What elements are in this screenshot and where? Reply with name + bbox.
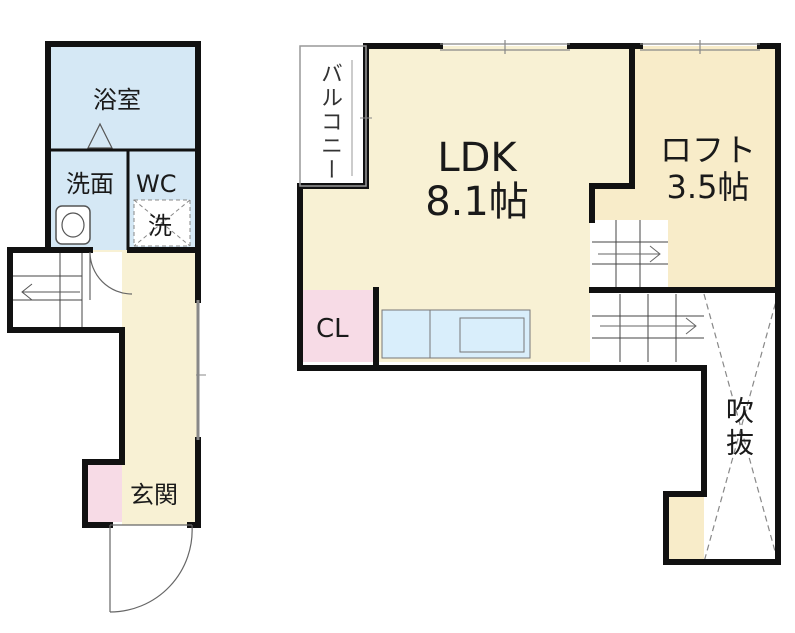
washroom-label: 洗面 bbox=[66, 170, 114, 198]
entrance-area bbox=[122, 462, 198, 525]
entrance-label: 玄関 bbox=[130, 481, 178, 509]
void-area bbox=[703, 293, 779, 563]
bath-door-icon bbox=[87, 122, 113, 149]
washer-space bbox=[133, 199, 191, 247]
void-lower-ledge bbox=[666, 494, 704, 562]
ldk-name: LDK bbox=[437, 135, 517, 181]
ldk-label: LDK 8.1帖 bbox=[412, 136, 542, 224]
closet-label: CL bbox=[316, 314, 349, 344]
loft-size: 3.5帖 bbox=[666, 167, 750, 206]
loft-room bbox=[592, 46, 778, 290]
lower-stairs bbox=[592, 294, 704, 362]
washbasin-icon bbox=[55, 205, 91, 245]
bath-label: 浴室 bbox=[93, 86, 141, 114]
entrance-door-swing bbox=[109, 524, 193, 613]
closet-area bbox=[302, 290, 376, 362]
ldk-room bbox=[300, 46, 632, 362]
left-walls bbox=[7, 41, 201, 528]
bath-room bbox=[48, 44, 198, 150]
hall-door-swing bbox=[89, 251, 133, 300]
kitchen-counter bbox=[381, 309, 531, 359]
shoe-closet bbox=[88, 462, 122, 522]
ldk-size: 8.1帖 bbox=[425, 179, 529, 225]
washer-label: 洗 bbox=[148, 212, 172, 240]
upper-stairs bbox=[592, 220, 668, 288]
balcony-area bbox=[300, 46, 366, 186]
loft-label: ロフト 3.5帖 bbox=[650, 132, 766, 206]
top-windows bbox=[440, 40, 760, 54]
toilet-label: WC bbox=[136, 170, 177, 198]
balcony-label: バルコニー bbox=[317, 62, 342, 182]
left-stairs bbox=[12, 252, 122, 328]
loft-name: ロフト bbox=[659, 131, 756, 169]
void-label: 吹抜 bbox=[722, 396, 755, 460]
